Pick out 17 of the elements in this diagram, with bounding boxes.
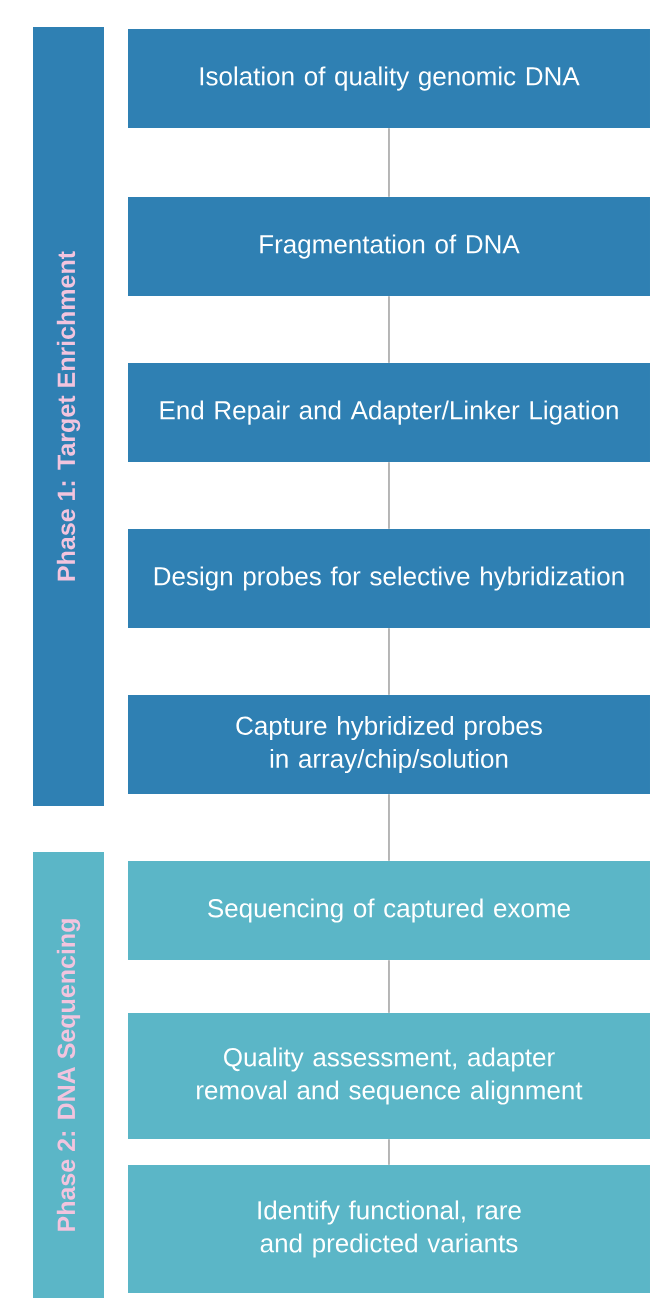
connector-line xyxy=(388,127,390,198)
process-box: Capture hybridized probes in array/chip/solution xyxy=(128,695,650,794)
connector-line xyxy=(388,295,390,364)
process-box: Sequencing of captured exome xyxy=(128,861,650,960)
connector-line xyxy=(388,627,390,696)
connector-line xyxy=(388,959,390,1014)
process-box: Fragmentation of DNA xyxy=(128,197,650,296)
process-box: Identify functional, rare and predicted variants xyxy=(128,1165,650,1293)
connector-line xyxy=(388,461,390,530)
process-box: Quality assessment, adapter removal and sequence alignment xyxy=(128,1013,650,1139)
connector-line xyxy=(388,793,390,862)
process-box: Isolation of quality genomic DNA xyxy=(128,29,650,128)
process-box: Design probes for selective hybridization xyxy=(128,529,650,628)
process-box: End Repair and Adapter/Linker Ligation xyxy=(128,363,650,462)
phase-band: Phase 1: Target Enrichment xyxy=(33,27,104,806)
connector-line xyxy=(388,1138,390,1166)
phase-band: Phase 2: DNA Sequencing xyxy=(33,852,104,1298)
